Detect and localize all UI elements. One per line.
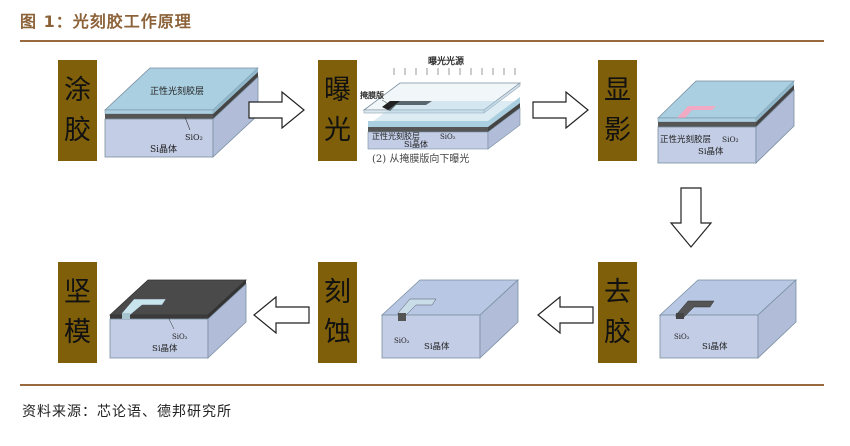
step-label-char: 影 <box>604 114 631 146</box>
mask-front <box>363 109 485 114</box>
pattern-structure-front <box>122 313 130 319</box>
light-rays <box>393 68 516 75</box>
resist-label: 正性光刻胶层 <box>372 131 420 141</box>
coating-illustration: 正性光刻胶层 SiO₂ Si晶体 <box>103 67 260 158</box>
exposed-pattern <box>676 106 716 119</box>
step-label-char: 去 <box>604 276 631 308</box>
substrate-label: Si晶体 <box>150 143 177 155</box>
oxide-side <box>488 103 520 132</box>
oxide-label: SiO₂ <box>440 133 456 141</box>
substrate-label: Si晶体 <box>404 139 428 149</box>
oxide-label: SiO₂ <box>172 333 188 341</box>
oxide-pointer <box>184 116 191 131</box>
source-note: 资料来源：芯论语、德邦研究所 <box>22 404 232 420</box>
exposure-caption: (2) 从掩膜版向下曝光 <box>372 152 469 165</box>
substrate-front <box>659 314 759 359</box>
step-label-char: 胶 <box>604 316 631 348</box>
step-label-etching: 刻 蚀 <box>318 262 357 363</box>
step-label-char: 曝 <box>324 74 351 106</box>
substrate-front <box>381 314 481 359</box>
arrow-left-icon <box>537 296 594 334</box>
substrate-side <box>479 279 519 359</box>
step-label-char: 胶 <box>64 114 91 146</box>
etching-illustration: SiO₂ Si晶体 <box>380 279 520 359</box>
oxide-pattern-front <box>398 313 406 321</box>
oxide-layer <box>105 114 213 119</box>
arrow-right-icon <box>248 91 305 129</box>
substrate-front <box>109 318 209 359</box>
arrow-down-icon <box>669 187 713 248</box>
step-label-strip-resist: 去 胶 <box>598 262 637 363</box>
substrate-front <box>657 126 757 164</box>
bottom-divider <box>20 384 824 386</box>
substrate-front <box>104 118 214 158</box>
resist-label: 正性光刻胶层 <box>660 134 711 145</box>
oxide-layer <box>110 315 208 319</box>
step-label-char: 显 <box>604 74 631 106</box>
step-label-char: 蚀 <box>324 316 351 348</box>
resist-layer <box>657 117 757 123</box>
resist-side <box>213 68 258 114</box>
step-label-char: 光 <box>324 114 351 146</box>
oxide-side <box>756 85 794 127</box>
substrate-label: Si晶体 <box>702 341 728 352</box>
substrate-label: Si晶体 <box>698 146 724 157</box>
step-label-exposure: 曝 光 <box>318 60 357 161</box>
mask-pointer <box>381 99 391 106</box>
step-label-char: 涂 <box>64 74 91 106</box>
mask-label: 掩膜版 <box>360 90 384 100</box>
resist-side <box>488 97 520 127</box>
figure-title: 图 1：光刻胶工作原理 <box>20 12 192 31</box>
oxide-side <box>213 72 258 119</box>
resist-label: 正性光刻胶层 <box>150 85 204 97</box>
oxide-label: SiO₂ <box>722 135 739 144</box>
oxide-layer <box>368 127 488 132</box>
substrate-side <box>757 279 797 359</box>
substrate-side <box>755 89 795 164</box>
substrate-label: Si晶体 <box>152 343 178 354</box>
resist-layer <box>368 121 488 127</box>
resist-top-surface <box>368 101 520 125</box>
development-illustration: 正性光刻胶层 SiO₂ Si晶体 <box>657 80 795 164</box>
step-label-hardening: 坚 模 <box>58 262 97 363</box>
resist-side <box>756 81 794 122</box>
step-label-char: 坚 <box>64 276 91 308</box>
arrow-right-icon <box>532 91 589 129</box>
substrate-side <box>487 107 521 150</box>
step-label-char: 刻 <box>324 276 351 308</box>
light-source-label: 曝光光源 <box>428 55 464 67</box>
step-label-char: 模 <box>64 316 91 348</box>
substrate-label: Si晶体 <box>424 341 450 352</box>
resist-pattern-front <box>676 313 684 319</box>
step-label-coating: 涂 胶 <box>58 60 97 161</box>
top-divider <box>20 40 824 42</box>
oxide-label: SiO₂ <box>674 333 690 341</box>
exposure-illustration: 曝光光源 掩膜版 正性光刻胶层 SiO₂ Si晶体 (2) 从掩膜版向下曝光 <box>360 55 522 165</box>
mask-pattern <box>382 101 432 111</box>
hardening-illustration: SiO₂ Si晶体 <box>108 279 248 359</box>
oxide-pointer <box>167 316 175 330</box>
step-label-development: 显 影 <box>598 60 637 161</box>
arrow-left-icon <box>253 296 310 334</box>
oxide-layer <box>658 122 756 127</box>
oxide-side <box>208 280 246 319</box>
oxide-label: SiO₂ <box>185 133 203 142</box>
substrate-side <box>207 283 247 359</box>
oxide-label: SiO₂ <box>394 337 410 345</box>
resist-layer <box>104 109 214 115</box>
strip-resist-illustration: SiO₂ Si晶体 <box>658 279 798 359</box>
